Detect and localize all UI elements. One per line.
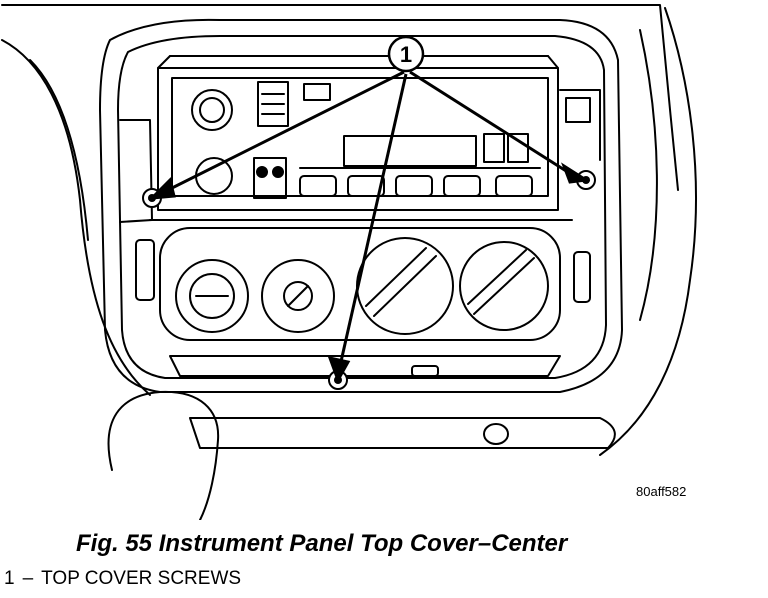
- preset-button: [347, 175, 385, 197]
- instrument-panel-illustration: 1: [1, 4, 697, 520]
- dash-contour-right: [599, 7, 697, 456]
- lower-bezel: [169, 355, 561, 377]
- preset-button: [299, 175, 337, 197]
- bezel-outer: [99, 18, 623, 393]
- blend-knob: [459, 241, 549, 331]
- radio-top-trim: [157, 55, 171, 69]
- bezel-inner: [117, 35, 607, 379]
- legend: 1–TOP COVER SCREWS: [4, 568, 249, 590]
- callout-arrow-right: [409, 70, 575, 178]
- dash-contour-top: [1, 4, 679, 191]
- lower-trim: [189, 417, 616, 449]
- figure-caption: Fig. 55 Instrument Panel Top Cover–Cente…: [76, 530, 568, 557]
- lower-trim-button: [483, 423, 509, 445]
- shift-knob: [107, 390, 220, 520]
- fan-knob: [261, 259, 335, 333]
- radio-unit: [157, 67, 559, 211]
- preset-button: [495, 175, 533, 197]
- dash-contour-left-inner: [29, 59, 89, 241]
- callout-arrow-bottom: [338, 73, 408, 367]
- right-bracket: [559, 89, 601, 161]
- callout-circle: [387, 35, 425, 73]
- radio-tune-knob: [195, 157, 233, 195]
- legend-text: TOP COVER SCREWS: [41, 568, 242, 589]
- radio-display: [343, 135, 477, 167]
- legend-number: 1: [4, 568, 15, 589]
- preset-button: [395, 175, 433, 197]
- left-bracket: [119, 119, 153, 223]
- legend-dash: –: [22, 568, 34, 589]
- dash-contour-left: [1, 39, 151, 396]
- callout-arrow-left: [163, 70, 405, 194]
- climate-panel: [159, 227, 561, 341]
- callout-number: 1: [400, 42, 412, 67]
- radio-volume-knob: [191, 89, 233, 131]
- dash-contour-right-inner: [639, 29, 658, 321]
- figure-id: 80aff582: [636, 484, 687, 499]
- mode-knob: [175, 259, 249, 333]
- preset-button: [443, 175, 481, 197]
